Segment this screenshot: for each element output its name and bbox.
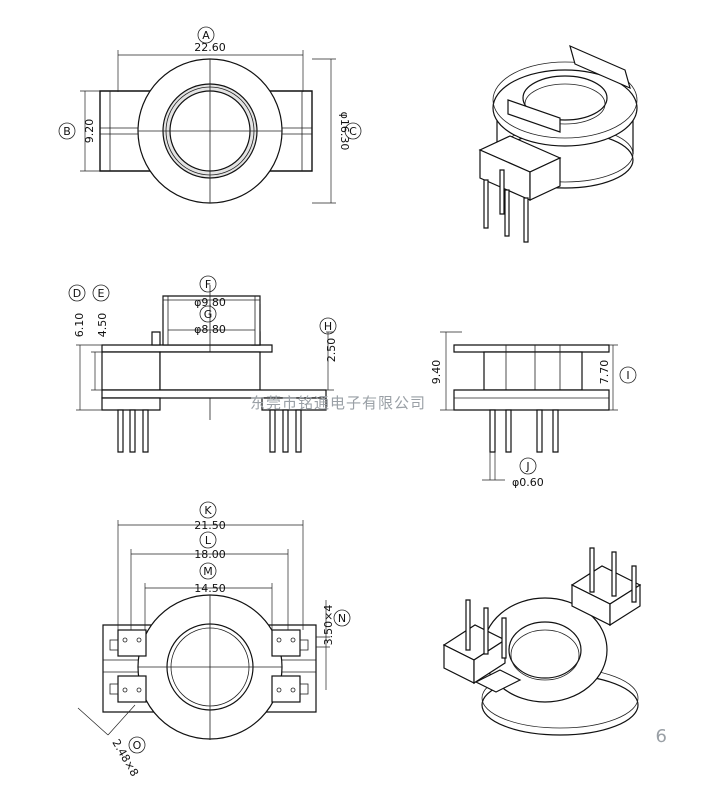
callout-G: G — [199, 305, 217, 323]
callout-I: I — [619, 366, 637, 384]
callout-M: M — [199, 562, 217, 580]
svg-text:O: O — [133, 739, 142, 752]
dim-H-value: 2.50 — [325, 338, 338, 363]
dim-D-value: 6.10 — [73, 313, 86, 338]
callout-N: N — [333, 609, 351, 627]
dim-E-value: 4.50 — [96, 313, 109, 338]
callout-F: F — [199, 275, 217, 293]
callout-J: J — [519, 457, 537, 475]
dim-J-value: φ0.60 — [512, 476, 544, 489]
dim-F-value: φ9.80 — [194, 296, 226, 309]
svg-text:J: J — [525, 460, 529, 473]
callout-K: K — [199, 501, 217, 519]
callout-C: C — [344, 122, 362, 140]
svg-text:B: B — [63, 125, 71, 138]
callout-D: D — [68, 284, 86, 302]
callout-O: O — [128, 736, 146, 754]
dim-C-value: φ16.30 — [338, 112, 351, 151]
dim-B-value: 9.20 — [83, 119, 96, 144]
dim-M-value: 14.50 — [194, 582, 226, 595]
svg-text:G: G — [204, 308, 213, 321]
svg-text:F: F — [205, 278, 211, 291]
dim-L-value: 18.00 — [194, 548, 226, 561]
dim-A-value: 22.60 — [194, 41, 226, 54]
front-view — [76, 285, 334, 453]
top-view — [80, 50, 336, 204]
svg-text:M: M — [203, 565, 213, 578]
svg-text:C: C — [349, 125, 357, 138]
callout-L: L — [199, 531, 217, 549]
dim-K-value: 21.50 — [194, 519, 226, 532]
svg-text:D: D — [73, 287, 81, 300]
dim-I-total-value: 9.40 — [430, 360, 443, 385]
callout-A: A — [197, 26, 215, 44]
page-number: 6 — [655, 726, 667, 747]
svg-text:N: N — [338, 612, 346, 625]
iso-view-top — [478, 44, 638, 243]
svg-text:K: K — [204, 504, 212, 517]
dim-N-value: 3.50×4 — [322, 605, 335, 646]
callout-B: B — [58, 122, 76, 140]
company-watermark: 东莞市铭通电子有限公司 — [250, 394, 426, 412]
iso-view-bottom — [442, 547, 642, 736]
svg-text:I: I — [626, 369, 629, 382]
svg-text:E: E — [98, 287, 105, 300]
dim-I-value: 7.70 — [598, 360, 611, 385]
dim-G-value: φ8.80 — [194, 323, 226, 336]
svg-text:L: L — [205, 534, 212, 547]
side-view — [440, 331, 618, 481]
svg-text:H: H — [324, 320, 332, 333]
callout-E: E — [92, 284, 110, 302]
callout-H: H — [319, 317, 337, 335]
bottom-view — [77, 520, 330, 740]
svg-text:A: A — [202, 29, 210, 42]
